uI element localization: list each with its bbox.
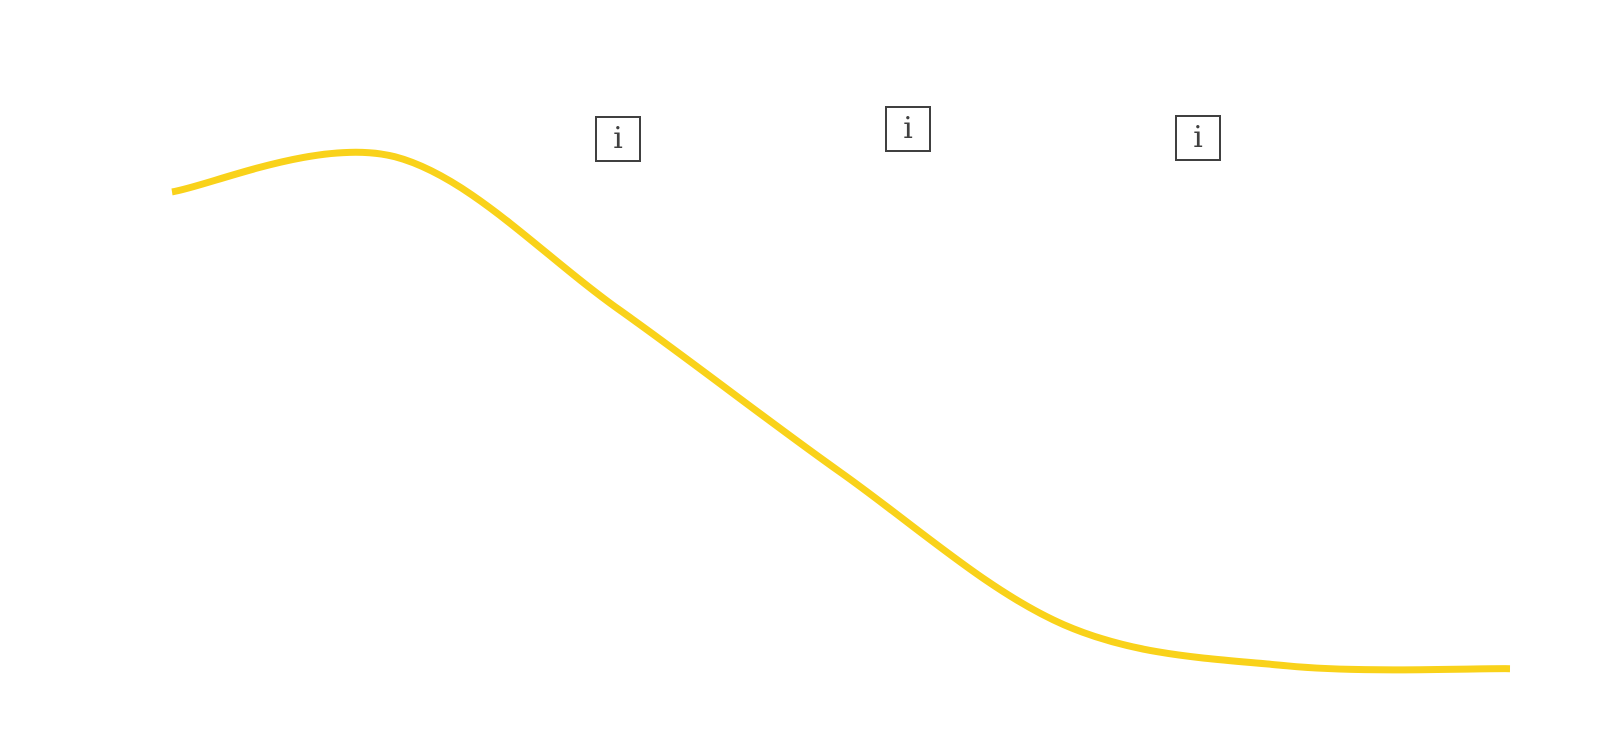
- info-glyph: i: [903, 111, 913, 146]
- info-glyph: i: [613, 121, 623, 156]
- info-glyph: i: [1193, 120, 1203, 155]
- info-icon[interactable]: i: [1175, 115, 1221, 161]
- info-icon[interactable]: i: [595, 116, 641, 162]
- series-line-0: [171, 148, 1511, 674]
- info-icon[interactable]: i: [885, 106, 931, 152]
